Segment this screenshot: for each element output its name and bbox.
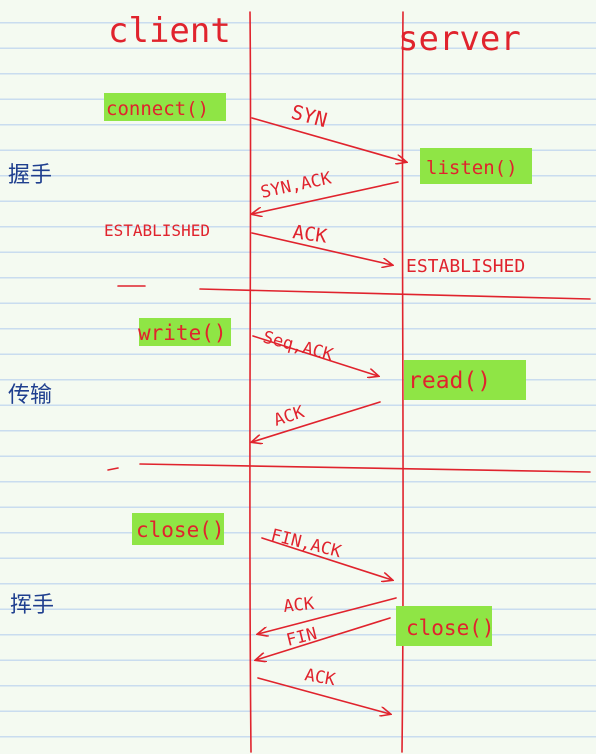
phase-divider-1 xyxy=(117,285,591,300)
label-seq-ack: Seq,ACK xyxy=(261,328,336,366)
listen-highlight xyxy=(420,148,532,184)
read-highlight xyxy=(404,360,526,400)
phase-label-transfer: 传输 xyxy=(8,383,52,408)
arrow-fin-ack xyxy=(261,537,392,580)
client-header: client xyxy=(108,11,231,51)
arrow-ack-3 xyxy=(258,597,397,634)
client-call-close: close() xyxy=(136,518,225,542)
arrow-fin xyxy=(256,617,391,660)
arrow-ack-1 xyxy=(251,232,392,265)
client-lifeline xyxy=(249,11,252,753)
label-syn: SYN xyxy=(289,100,330,133)
server-call-listen: listen() xyxy=(426,157,518,179)
label-ack-1: ACK xyxy=(291,221,329,248)
client-close-highlight xyxy=(132,513,224,545)
server-close-highlight xyxy=(396,606,492,646)
connect-highlight xyxy=(104,93,226,121)
server-call-read: read() xyxy=(408,368,491,394)
client-call-connect: connect() xyxy=(106,98,209,120)
phase-divider-2 xyxy=(107,463,591,473)
write-highlight xyxy=(139,318,231,346)
client-call-write: write() xyxy=(138,321,227,345)
label-fin-ack: FIN,ACK xyxy=(269,525,344,562)
server-call-close: close() xyxy=(406,616,495,640)
server-header: server xyxy=(398,19,521,59)
phase-label-handshake: 握手 xyxy=(8,163,52,188)
label-syn-ack: SYN,ACK xyxy=(259,168,334,203)
phase-label-wave: 挥手 xyxy=(10,593,54,618)
label-ack-4: ACK xyxy=(303,665,337,690)
arrow-syn-ack xyxy=(252,181,399,214)
label-ack-3: ACK xyxy=(282,594,315,617)
arrow-ack-4 xyxy=(257,677,390,714)
label-fin: FIN xyxy=(284,624,319,651)
arrow-syn xyxy=(251,117,406,162)
server-state-established: ESTABLISHED xyxy=(406,256,525,277)
arrow-seq-ack xyxy=(252,335,378,376)
client-state-established: ESTABLISHED xyxy=(104,221,210,240)
arrow-ack-2 xyxy=(252,401,381,442)
